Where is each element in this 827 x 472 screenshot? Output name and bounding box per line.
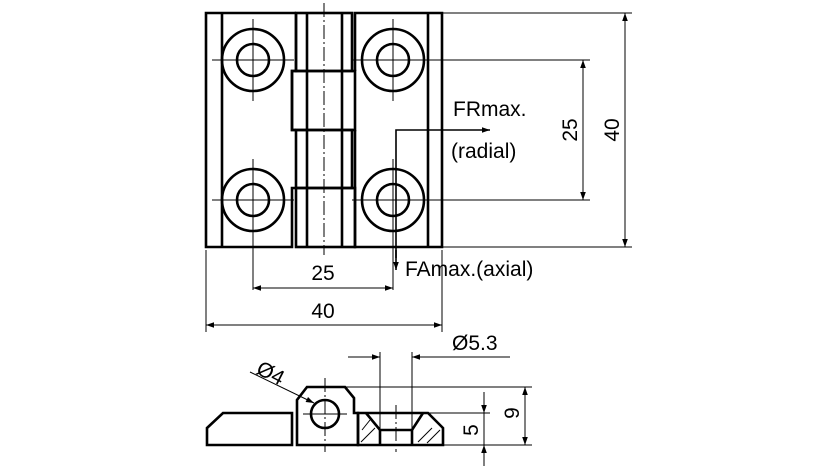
side-left-leaf	[205, 411, 294, 447]
dim-hole-diameter: Ø5.3	[452, 332, 498, 355]
dim-width: 40	[311, 300, 334, 323]
dim-hole-spacing-vertical: 25	[559, 118, 582, 141]
radial-load-sublabel: (radial)	[451, 140, 516, 163]
side-right-leaf-section	[356, 405, 445, 452]
side-view: Ø5.3 Ø4 5 9	[205, 332, 532, 466]
dim-total-thickness: 9	[501, 407, 524, 419]
mounting-holes	[212, 19, 442, 290]
front-view: 25 40 25 40 FRmax. (radial) FAmax.(axial…	[204, 3, 632, 332]
dim-pin-diameter: Ø4	[253, 357, 289, 390]
side-dimension-lines	[249, 352, 532, 466]
dimension-lines	[205, 12, 632, 332]
knuckle	[290, 3, 357, 255]
dim-hole-spacing-horizontal: 25	[311, 262, 334, 285]
axial-load-label: FAmax.(axial)	[405, 258, 533, 281]
dim-leaf-thickness: 5	[460, 424, 483, 436]
side-knuckle	[295, 385, 360, 447]
section-hatching	[360, 419, 441, 444]
dim-height: 40	[601, 118, 624, 141]
radial-load-label: FRmax.	[453, 98, 527, 121]
radial-load-arrow	[395, 127, 490, 258]
